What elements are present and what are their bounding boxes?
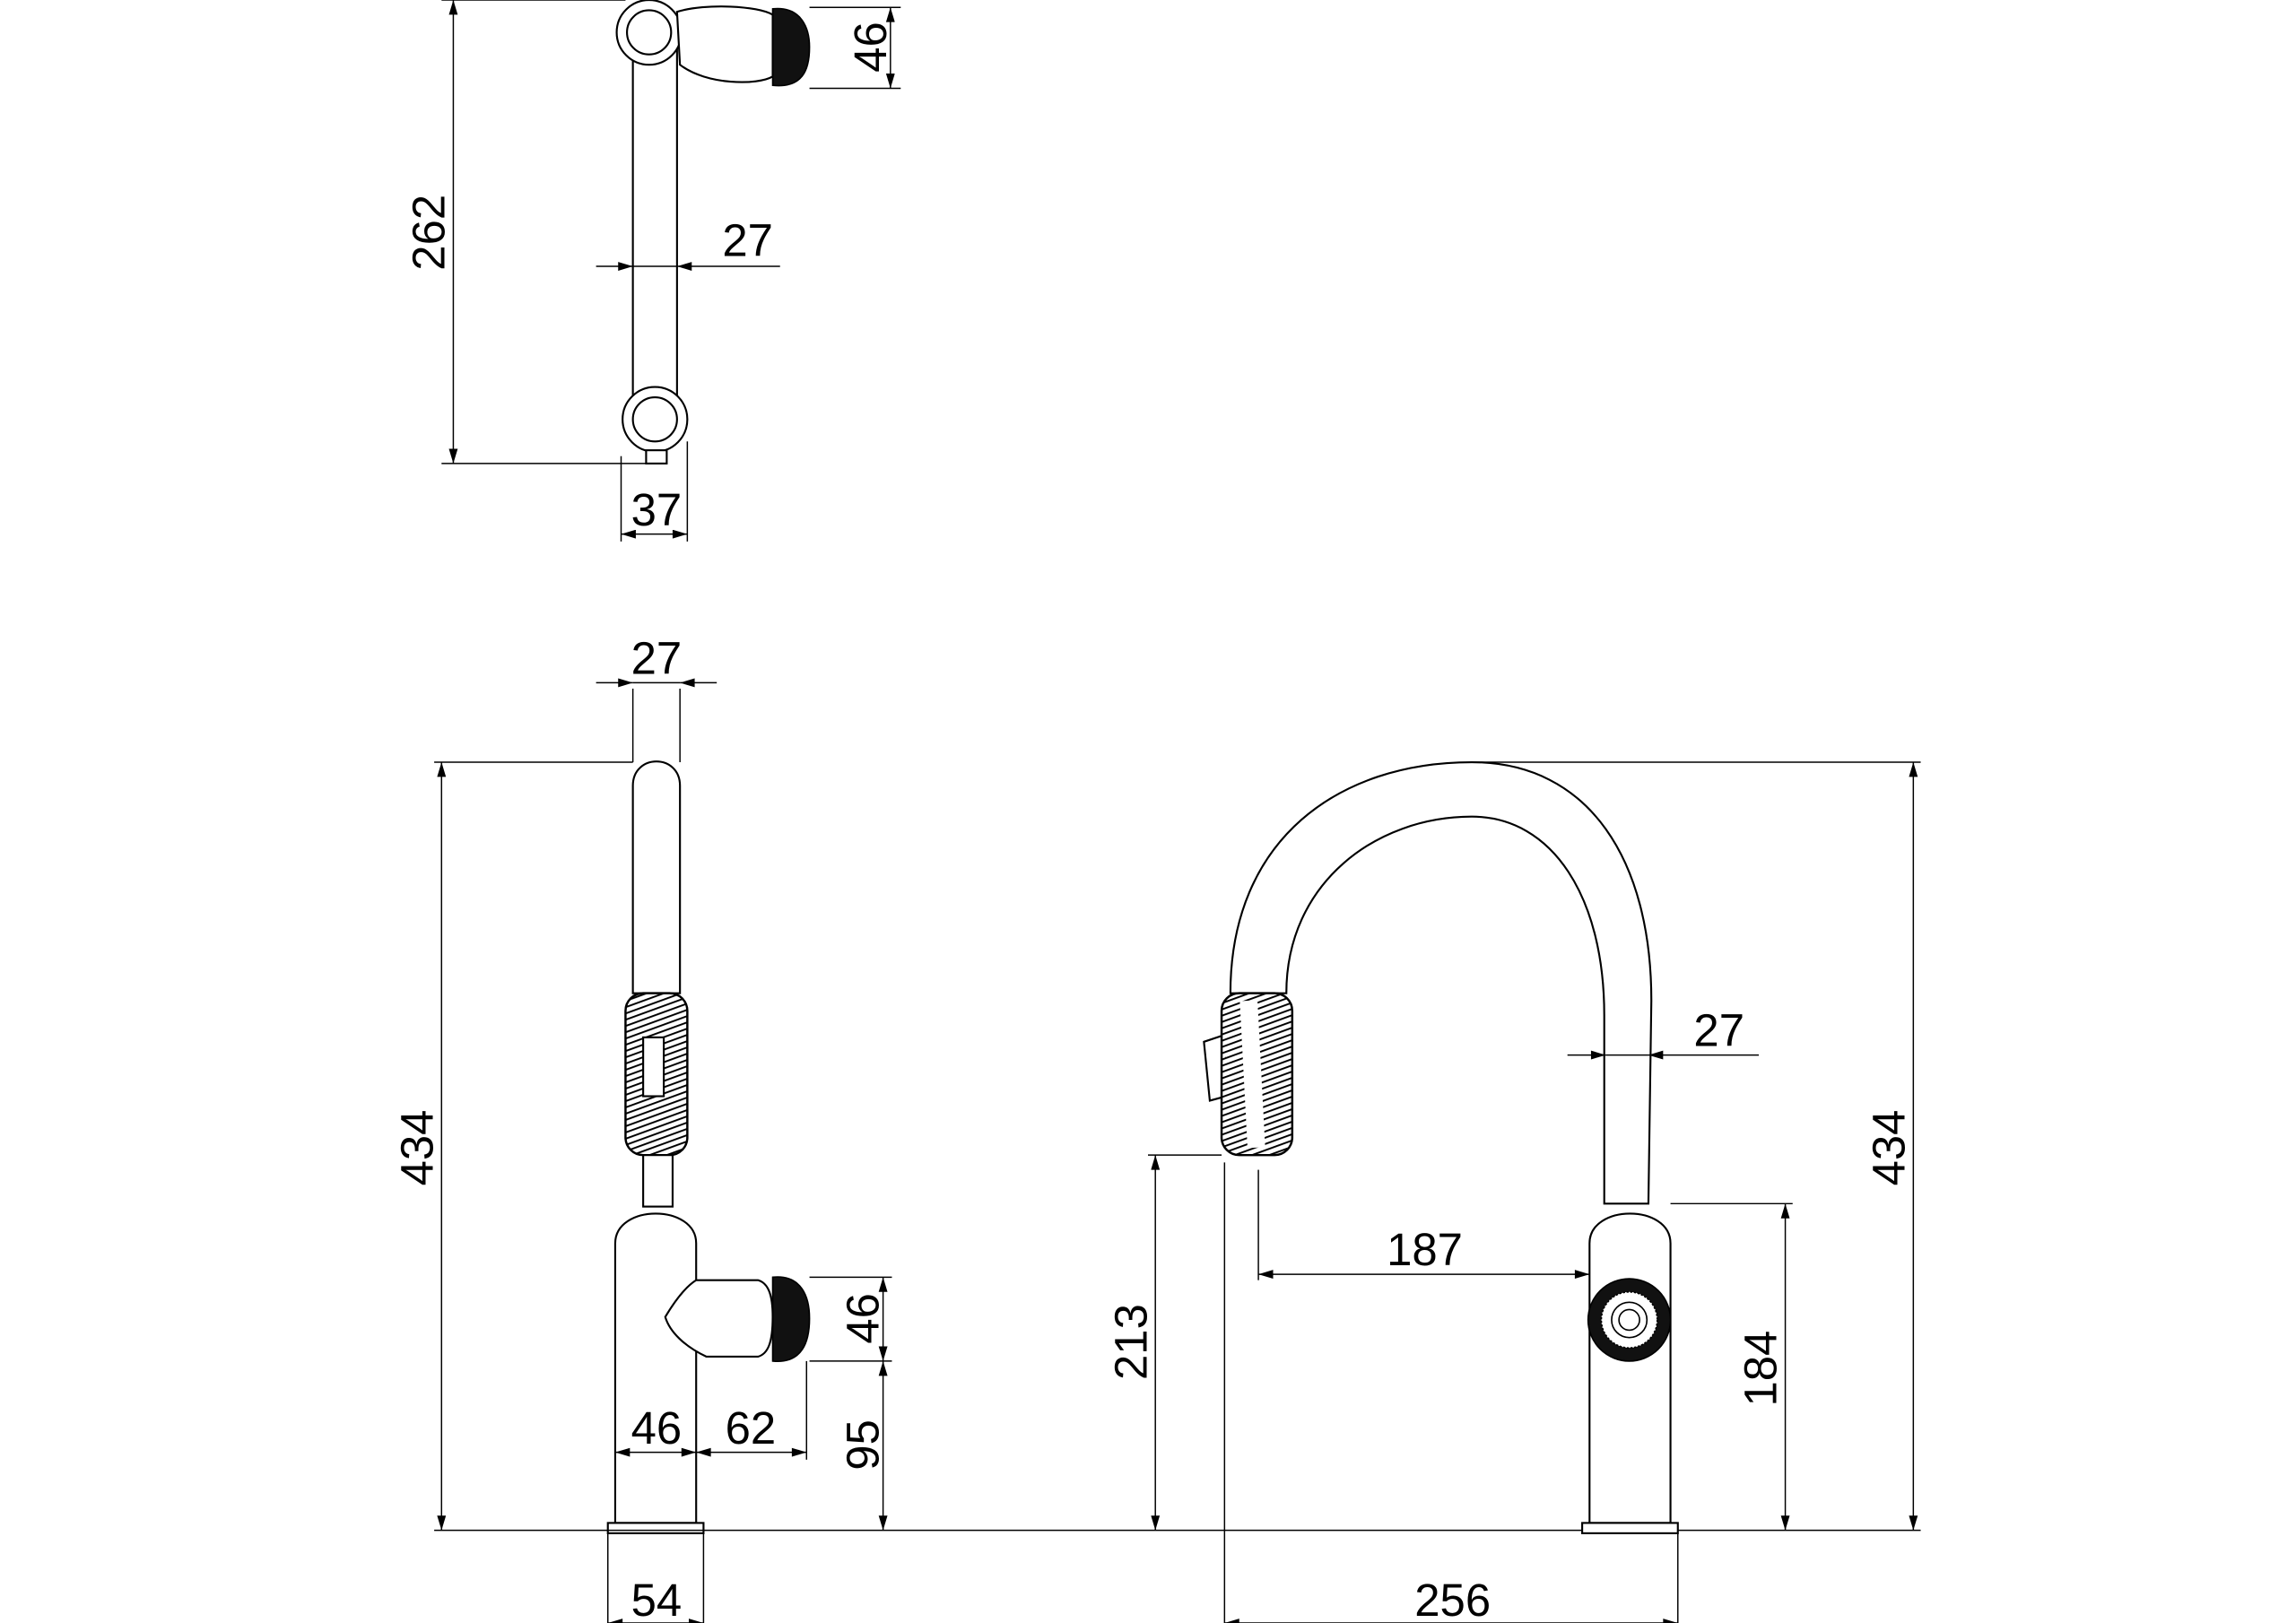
dimension-label: 262	[404, 195, 455, 271]
dimension-label: 184	[1735, 1331, 1787, 1407]
dimension-262: 262	[404, 0, 648, 464]
dimension-213: 213	[1105, 1154, 1222, 1531]
dimension-187: 187	[1257, 1169, 1590, 1280]
faucet-front-outline	[1203, 760, 1679, 1534]
dimension-body-46-and-62: 46 62	[614, 1360, 808, 1460]
dimension-tube-27: 27	[596, 215, 780, 271]
dimension-label: 37	[631, 484, 683, 535]
dimension-label: 27	[722, 215, 773, 266]
dimension-184: 184	[1670, 1202, 1793, 1531]
dimension-label: 27	[631, 633, 683, 684]
dimension-tube-27: 27	[596, 633, 718, 763]
faucet-side-outline	[606, 760, 811, 1534]
front-view: 27 434 184 187 213 256	[1105, 760, 1921, 1623]
top-view: 262 46 27 37	[404, 0, 901, 542]
dimension-434: 434	[1472, 761, 1921, 1531]
dimension-label: 187	[1387, 1224, 1463, 1275]
dimension-label: 46	[845, 22, 896, 73]
dimension-label: 62	[726, 1402, 777, 1454]
dimension-256: 256	[1223, 1162, 1679, 1623]
dimension-knob-46: 46	[809, 1276, 892, 1362]
dimension-knob-46: 46	[809, 6, 901, 90]
dimension-label: 256	[1414, 1575, 1491, 1623]
dimension-label: 46	[838, 1293, 889, 1344]
dimension-base-54: 54	[607, 1532, 705, 1623]
dimension-label: 434	[391, 1110, 442, 1186]
dimension-knob-height-95: 95	[838, 1360, 889, 1531]
dimension-label: 213	[1105, 1304, 1156, 1380]
faucet-plan-outline	[615, 0, 811, 464]
dimension-label: 54	[631, 1575, 683, 1623]
dimension-label: 46	[631, 1402, 683, 1454]
side-view: 27 434 46 95 46 62 54	[391, 633, 1921, 1623]
dimension-base-37: 37	[620, 441, 689, 542]
dimension-label: 95	[838, 1419, 889, 1471]
dimension-label: 27	[1693, 1005, 1744, 1056]
dimension-label: 434	[1863, 1110, 1914, 1186]
dimension-tube-27: 27	[1567, 1005, 1760, 1060]
